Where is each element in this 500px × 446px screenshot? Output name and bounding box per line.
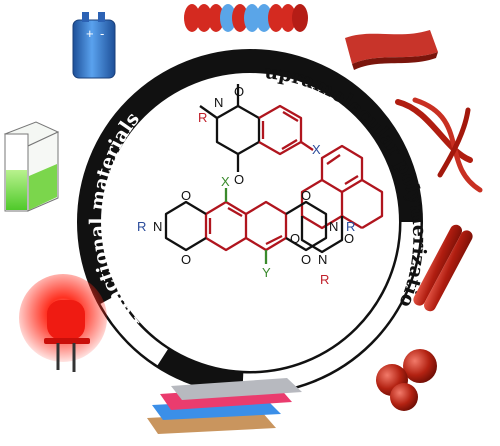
micelle-spheres-icon bbox=[376, 349, 437, 411]
mol2-n: N bbox=[318, 252, 327, 267]
core-sub-x: X bbox=[221, 174, 230, 189]
battery-minus-label: - bbox=[100, 26, 104, 41]
nanotube-rods-icon bbox=[413, 224, 473, 312]
mol1-r: R bbox=[198, 110, 207, 125]
solution-cuvette-icon bbox=[3, 121, 60, 212]
battery-icon: + - bbox=[72, 12, 116, 79]
mol2-o-right: O bbox=[344, 231, 354, 246]
mol1-x: X bbox=[312, 142, 321, 157]
mol2-o-left: O bbox=[290, 231, 300, 246]
core-o-tr: O bbox=[301, 188, 311, 203]
ribbon-sheet-icon bbox=[345, 30, 438, 70]
disc-stack-icon bbox=[184, 4, 308, 32]
film-stack-icon bbox=[147, 378, 302, 434]
mol2-r: R bbox=[320, 272, 329, 287]
mol1-o-bottom: O bbox=[234, 172, 244, 187]
naphthalimide-right bbox=[300, 144, 384, 254]
core-o-br: O bbox=[301, 252, 311, 267]
naphthalimide-top bbox=[199, 84, 314, 172]
core-n-left: N bbox=[153, 219, 162, 234]
battery-plus-label: + bbox=[86, 26, 94, 41]
core-o-tl: O bbox=[181, 188, 191, 203]
core-r-left: R bbox=[137, 219, 146, 234]
core-r-right: R bbox=[346, 219, 355, 234]
core-sub-y: Y bbox=[262, 265, 271, 280]
naphthalene-diimide-core bbox=[164, 188, 328, 264]
mol1-n: N bbox=[214, 95, 223, 110]
core-o-bl: O bbox=[181, 252, 191, 267]
led-icon bbox=[19, 274, 107, 372]
mol1-o-top: O bbox=[234, 84, 244, 99]
fiber-bundle-icon bbox=[395, 97, 483, 193]
core-n-right: N bbox=[329, 219, 338, 234]
